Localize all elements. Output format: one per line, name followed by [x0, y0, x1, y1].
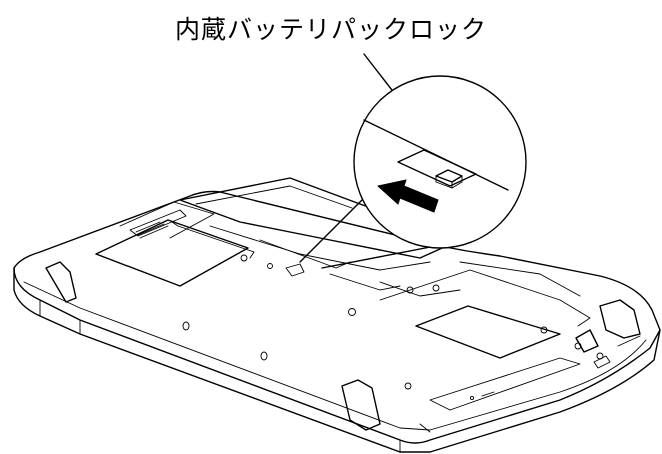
lock-slot — [397, 149, 477, 187]
hdd-cover — [379, 261, 591, 359]
laptop-body — [13, 190, 661, 453]
optical-drive — [419, 335, 641, 433]
battery-bay — [179, 177, 461, 316]
left-arrow-icon — [377, 179, 439, 213]
magnifier-circle — [353, 75, 527, 249]
screw-holes — [182, 321, 604, 390]
foot-front — [341, 379, 381, 431]
foot-left — [45, 261, 77, 303]
foot-right — [599, 299, 641, 339]
battery-lock-label: 内蔵バッテリパックロック — [174, 15, 487, 44]
memory-cover — [95, 201, 255, 287]
magnified-callout — [299, 75, 527, 269]
